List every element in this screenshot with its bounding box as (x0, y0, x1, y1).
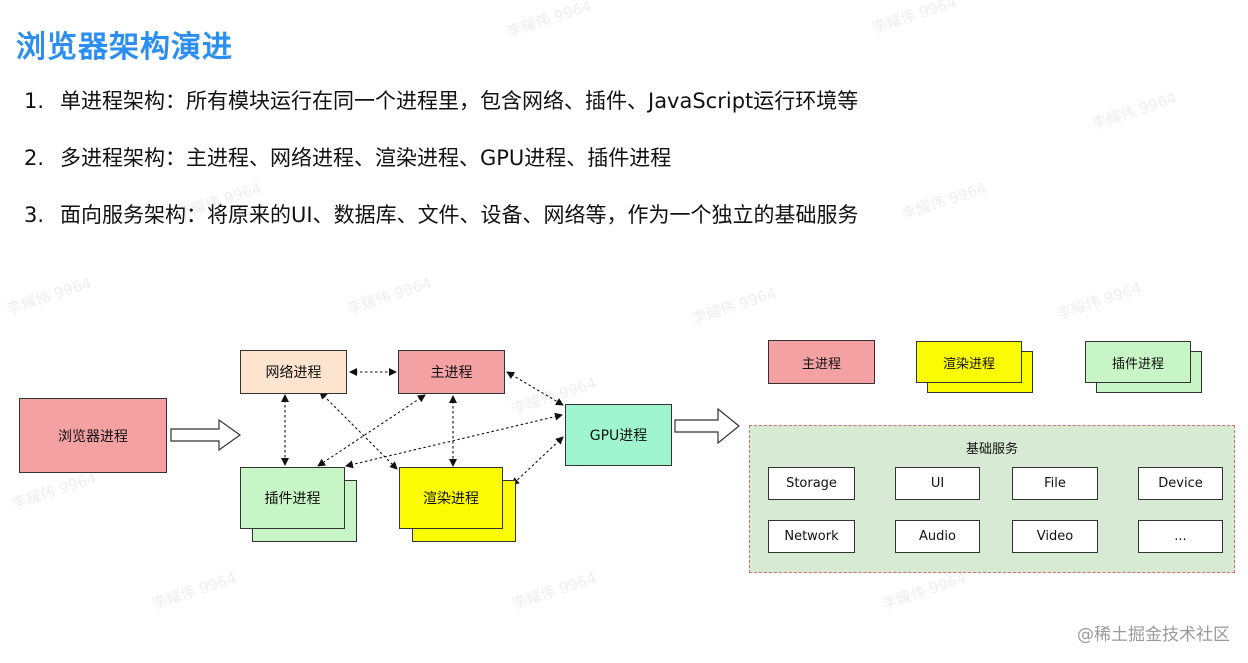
list-number: 3. (24, 203, 45, 227)
browser-process-node: 浏览器进程 (19, 398, 167, 473)
service-audio: Audio (895, 520, 980, 553)
connector-gpu-plugin (345, 412, 563, 469)
connector-gpu-render (511, 436, 564, 486)
list-item: 3. 面向服务架构：将原来的UI、数据库、文件、设备、网络等，作为一个独立的基础服… (24, 200, 859, 257)
page-title: 浏览器架构演进 (16, 30, 233, 65)
list-number: 2. (24, 146, 45, 170)
service-network: Network (768, 520, 855, 553)
transition-arrow (170, 418, 242, 452)
render-process-node: 渲染进程 (399, 467, 503, 529)
transition-arrow (674, 407, 740, 445)
list-item: 1. 单进程架构：所有模块运行在同一个进程里，包含网络、插件、JavaScript… (24, 86, 859, 143)
list-text: 面向服务架构：将原来的UI、数据库、文件、设备、网络等，作为一个独立的基础服务 (60, 203, 859, 227)
base-services-title: 基础服务 (965, 442, 1018, 457)
service-more: ... (1138, 520, 1223, 553)
plugin-process-node: 插件进程 (240, 467, 345, 529)
network-process-node: 网络进程 (240, 350, 347, 394)
list-text: 多进程架构：主进程、网络进程、渲染进程、GPU进程、插件进程 (60, 146, 672, 170)
main-process-node: 主进程 (398, 350, 505, 394)
connector-main-gpu (506, 371, 564, 406)
list-text: 单进程架构：所有模块运行在同一个进程里，包含网络、插件、JavaScript运行… (60, 89, 859, 113)
architecture-list: 1. 单进程架构：所有模块运行在同一个进程里，包含网络、插件、JavaScript… (24, 86, 859, 257)
list-number: 1. (24, 89, 45, 113)
service-storage: Storage (768, 467, 855, 500)
soa-main-process-node: 主进程 (768, 340, 875, 384)
service-device: Device (1138, 467, 1223, 500)
soa-render-process-node: 渲染进程 (916, 341, 1022, 383)
service-ui: UI (895, 467, 980, 500)
gpu-process-node: GPU进程 (565, 404, 672, 466)
soa-plugin-process-node: 插件进程 (1085, 341, 1191, 383)
footer-credit: @稀土掘金技术社区 (1077, 625, 1230, 645)
connector-main-plugin (317, 394, 426, 467)
service-file: File (1012, 467, 1098, 500)
list-item: 2. 多进程架构：主进程、网络进程、渲染进程、GPU进程、插件进程 (24, 143, 859, 200)
service-video: Video (1012, 520, 1098, 553)
